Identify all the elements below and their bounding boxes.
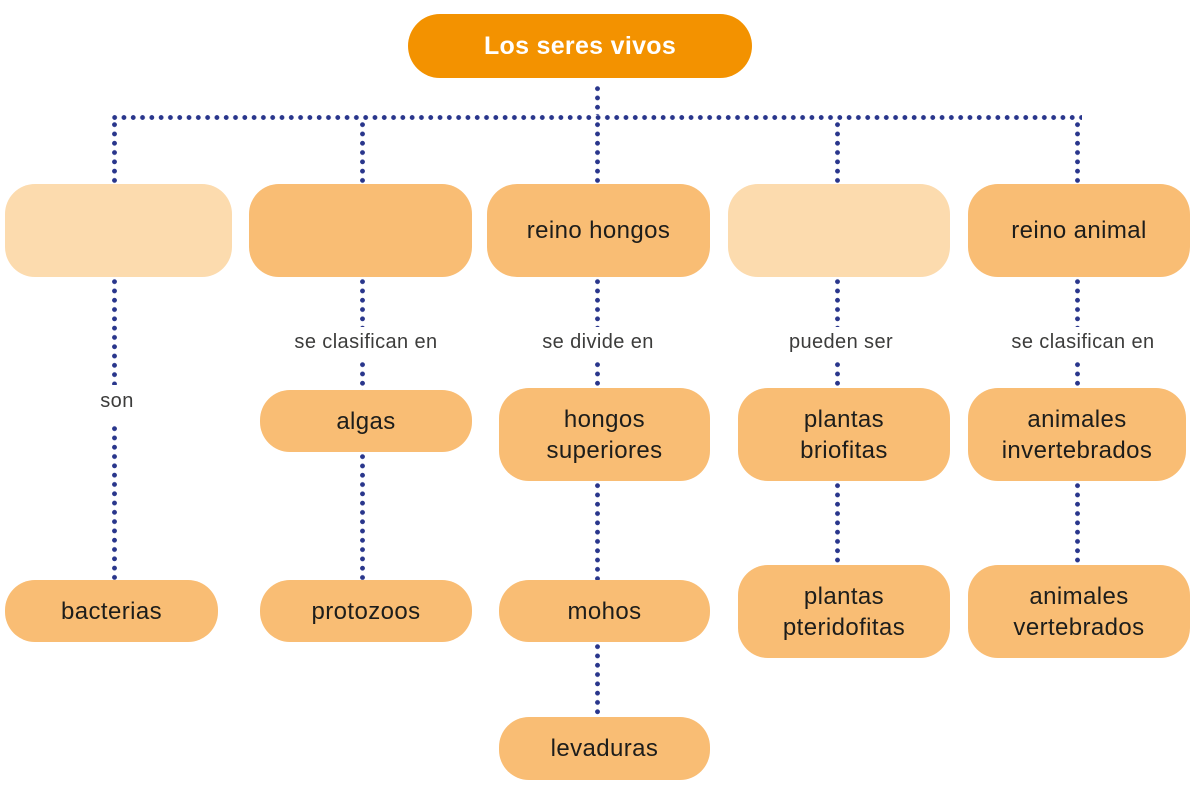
node-bacterias: bacterias xyxy=(5,580,218,642)
connector-root-stem xyxy=(595,84,600,115)
connector-col1-a xyxy=(112,277,117,385)
connector-col3-stem xyxy=(595,120,600,184)
connector-col5-stem xyxy=(1075,120,1080,184)
connector-col3-d xyxy=(595,642,600,717)
connector-col3-c xyxy=(595,481,600,580)
node-levaduras: levaduras xyxy=(499,717,710,780)
kingdom-box-2 xyxy=(249,184,472,277)
connector-col2-a xyxy=(360,277,365,327)
relation-label-se-divide-en: se divide en xyxy=(538,331,658,354)
connector-col5-b xyxy=(1075,360,1080,388)
connector-col3-a xyxy=(595,277,600,327)
root-node: Los seres vivos xyxy=(408,14,752,78)
connector-col1-b xyxy=(112,424,117,580)
connector-col2-b xyxy=(360,360,365,390)
connector-col5-a xyxy=(1075,277,1080,327)
node-algas: algas xyxy=(260,390,472,452)
node-protozoos: protozoos xyxy=(260,580,472,642)
connector-col2-stem xyxy=(360,120,365,184)
node-hongos-superiores: hongos superiores xyxy=(499,388,710,481)
connector-col4-b xyxy=(835,360,840,388)
connector-col2-c xyxy=(360,452,365,580)
connector-col4-c xyxy=(835,481,840,565)
node-animales-vertebrados: animales vertebrados xyxy=(968,565,1190,658)
connector-col4-a xyxy=(835,277,840,327)
relation-label-son: son xyxy=(96,390,138,413)
node-animales-invertebrados: animales invertebrados xyxy=(968,388,1186,481)
relation-label-se-clasifican-en-2: se clasifican en xyxy=(1007,331,1159,354)
kingdom-box-1 xyxy=(5,184,232,277)
kingdom-box-reino-hongos: reino hongos xyxy=(487,184,710,277)
connector-col3-b xyxy=(595,360,600,388)
kingdom-box-reino-animal: reino animal xyxy=(968,184,1190,277)
connector-col1-stem xyxy=(112,120,117,184)
node-plantas-briofitas: plantas briofitas xyxy=(738,388,950,481)
connector-col5-c xyxy=(1075,481,1080,565)
connector-spine xyxy=(110,115,1082,120)
kingdom-box-4 xyxy=(728,184,950,277)
relation-label-se-clasifican-en-1: se clasifican en xyxy=(290,331,442,354)
connector-col4-stem xyxy=(835,120,840,184)
relation-label-pueden-ser: pueden ser xyxy=(784,331,898,354)
node-mohos: mohos xyxy=(499,580,710,642)
node-plantas-pteridofitas: plantas pteridofitas xyxy=(738,565,950,658)
